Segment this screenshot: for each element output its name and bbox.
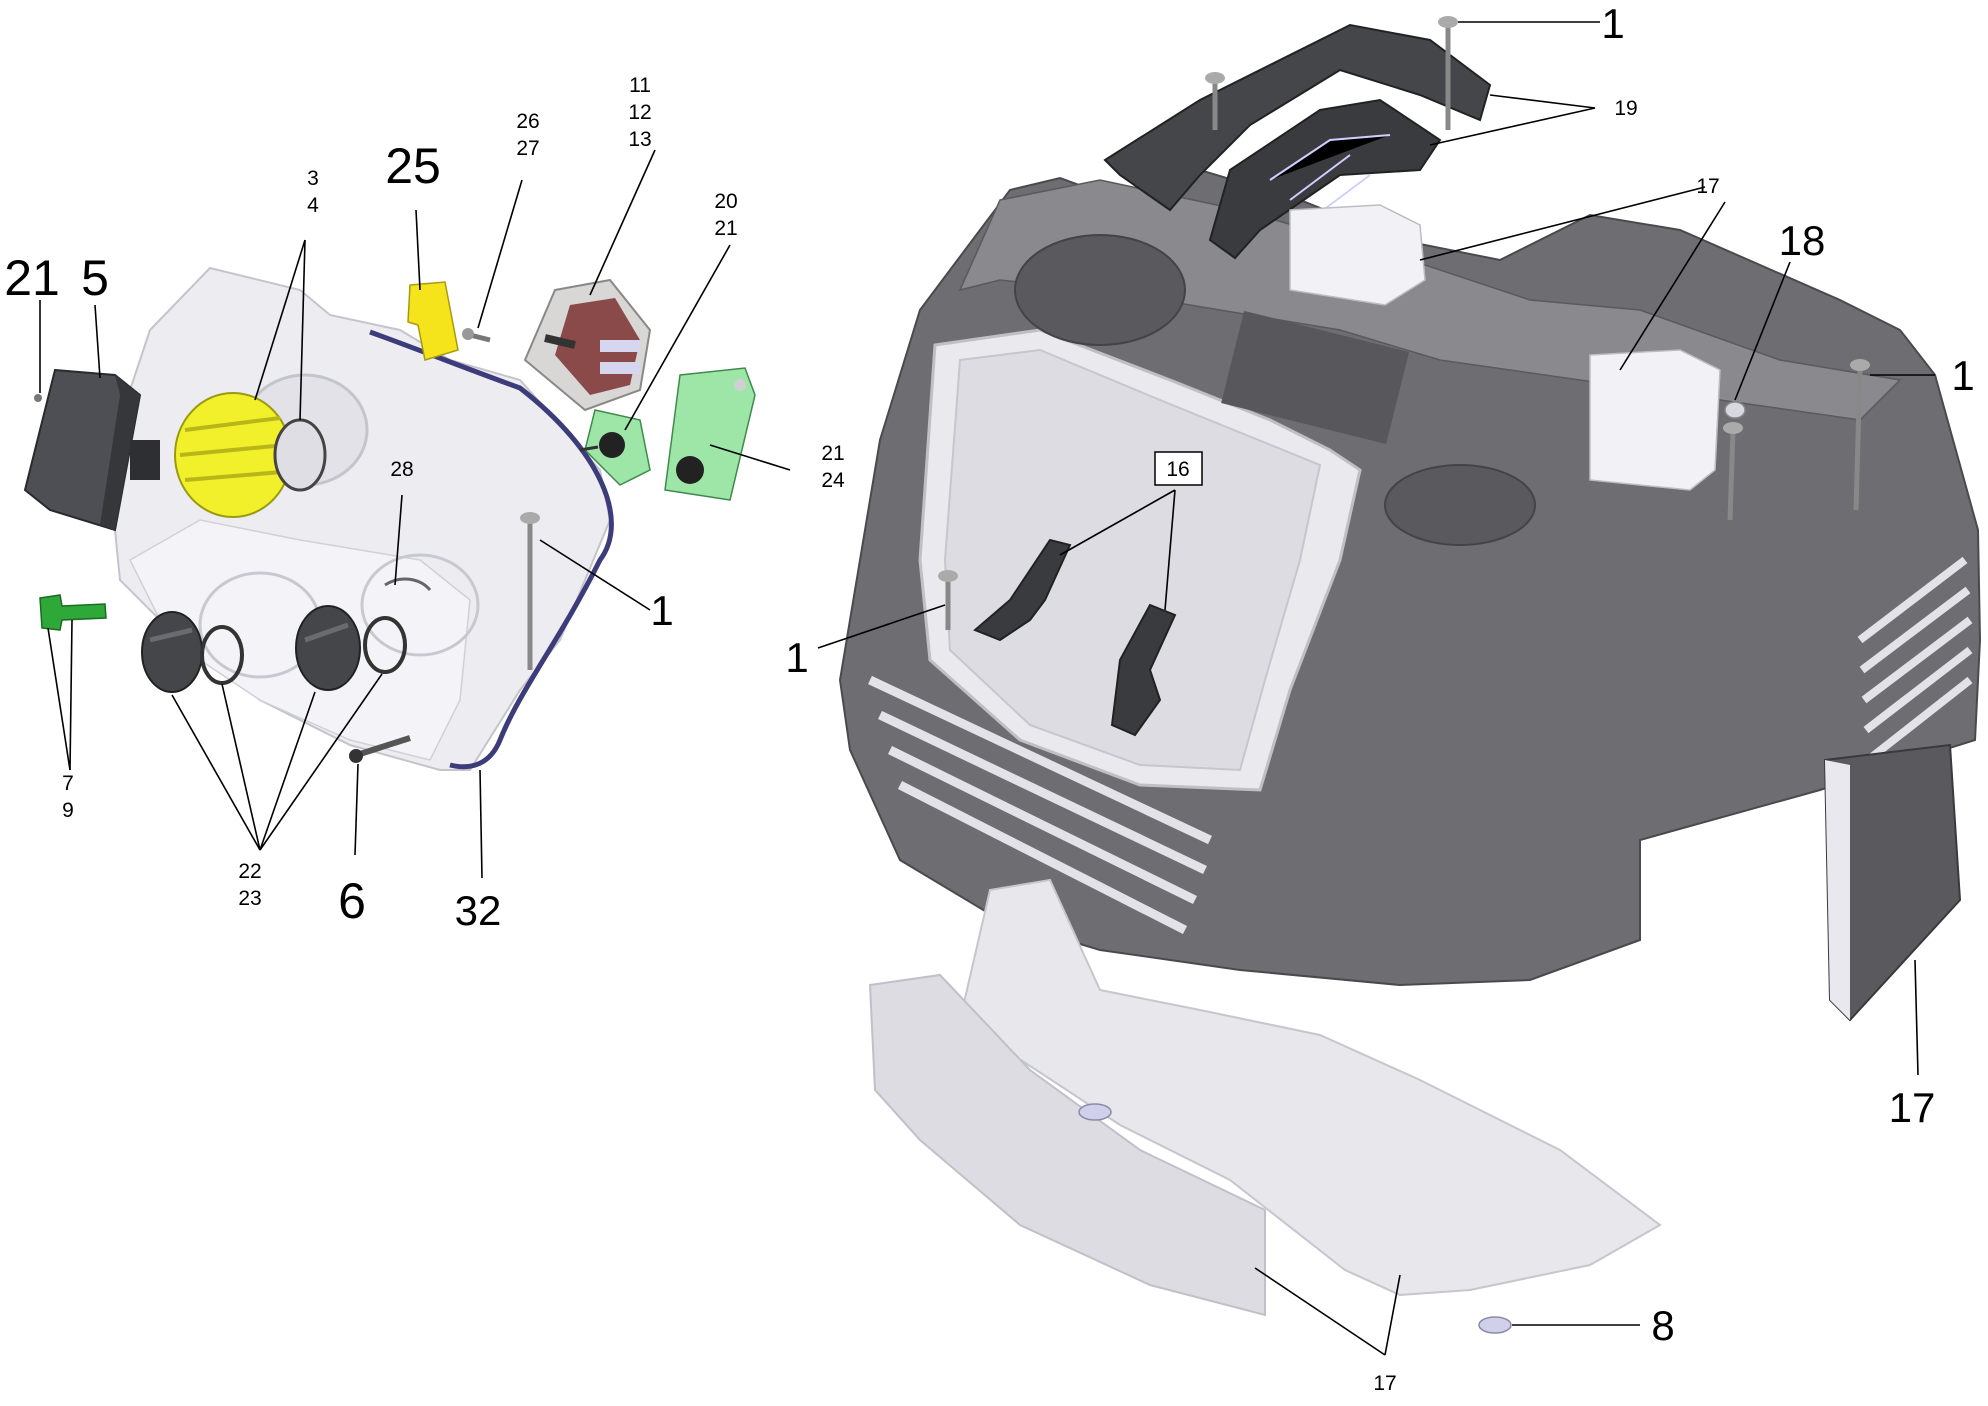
washer bbox=[1478, 1316, 1512, 1334]
callout-label-c9: 1 bbox=[650, 587, 673, 634]
small-screw bbox=[462, 328, 491, 343]
carry-handle bbox=[1103, 23, 1492, 260]
foam-block bbox=[1289, 204, 1426, 306]
spring-clip bbox=[384, 577, 432, 592]
callout-label-c4: 26 bbox=[516, 110, 539, 133]
bottom-plate bbox=[958, 878, 1662, 1297]
green-plug bbox=[39, 594, 107, 631]
control-panel-assembly bbox=[23, 266, 756, 771]
callout-label-c7: 24 bbox=[821, 469, 845, 492]
callout-label-c20: 1 bbox=[785, 634, 808, 681]
dark-knob bbox=[295, 605, 361, 691]
housing-screw bbox=[1205, 72, 1225, 130]
housing-screw bbox=[1850, 359, 1870, 511]
callout-label-c19: 16 bbox=[1166, 458, 1189, 481]
callout-label-c13: 32 bbox=[455, 887, 502, 934]
seal-ring bbox=[200, 625, 244, 685]
relay-block bbox=[523, 278, 652, 412]
curved-foam-panel bbox=[868, 973, 1266, 1317]
callout-label-c17: 18 bbox=[1779, 217, 1826, 264]
callout-label-c8: 28 bbox=[390, 458, 413, 481]
long-screw bbox=[349, 735, 411, 763]
callout-label-c10: 7 bbox=[62, 772, 74, 795]
knob-socket bbox=[360, 553, 480, 657]
callout-label-c2: 4 bbox=[307, 194, 319, 217]
callout-label-c6: 20 bbox=[714, 190, 737, 213]
callout-label-c5: 12 bbox=[628, 101, 651, 124]
callout-label-c18: 1 bbox=[1951, 352, 1974, 399]
housing-screw bbox=[938, 570, 958, 630]
housing-screw bbox=[1723, 422, 1743, 521]
washer bbox=[1078, 1103, 1112, 1121]
cable-loop bbox=[369, 329, 614, 770]
housing-assembly bbox=[838, 16, 1982, 1334]
side-grille bbox=[1857, 556, 1973, 764]
foam-block bbox=[1589, 349, 1721, 491]
cup-holder bbox=[1384, 464, 1536, 546]
callout-label-c7: 21 bbox=[821, 442, 844, 465]
circuit-board bbox=[664, 367, 756, 501]
callout-label-c11: 23 bbox=[238, 887, 261, 910]
washer bbox=[1724, 401, 1746, 419]
callout-label-c15: 19 bbox=[1614, 97, 1637, 120]
callout-label-c1a: 21 bbox=[4, 250, 60, 306]
callout-label-c2: 3 bbox=[307, 167, 319, 190]
dark-knob bbox=[141, 611, 203, 693]
callout-label-c5: 13 bbox=[628, 128, 651, 151]
front-opening-inner bbox=[943, 348, 1322, 772]
center-tray bbox=[1221, 310, 1410, 445]
yellow-selector-knob bbox=[174, 392, 327, 518]
callout-label-c3: 25 bbox=[385, 138, 441, 194]
housing-screw bbox=[1438, 16, 1458, 130]
callout-label-c23: 17 bbox=[1373, 1372, 1396, 1395]
fuse-part bbox=[407, 281, 459, 361]
front-grille bbox=[868, 675, 1212, 935]
side-insulation-panel bbox=[1823, 743, 1962, 1022]
electronic-module bbox=[23, 368, 160, 532]
callout-label-c14: 1 bbox=[1601, 0, 1624, 47]
callout-label-c4: 27 bbox=[516, 137, 539, 160]
callout-label-c5: 11 bbox=[629, 74, 651, 97]
cup-holder bbox=[1014, 234, 1186, 346]
leader-lines bbox=[39, 21, 1935, 1356]
callout-label-c16: 17 bbox=[1696, 175, 1719, 198]
callout-16-box bbox=[1154, 451, 1203, 486]
seal-ring bbox=[363, 616, 407, 674]
callout-label-c21: 17 bbox=[1889, 1084, 1936, 1131]
callout-label-c10: 9 bbox=[62, 799, 74, 822]
callout-label-c22: 8 bbox=[1651, 1302, 1674, 1349]
callout-label-c11: 22 bbox=[238, 860, 261, 883]
small-circuit-board bbox=[579, 409, 651, 486]
callout-label-c1b: 5 bbox=[81, 250, 109, 306]
callout-label-c12: 6 bbox=[338, 873, 366, 929]
retaining-clip bbox=[1110, 603, 1177, 737]
callout-label-c6: 21 bbox=[714, 217, 737, 240]
panel-screw bbox=[520, 512, 540, 670]
retaining-clip bbox=[973, 538, 1072, 642]
